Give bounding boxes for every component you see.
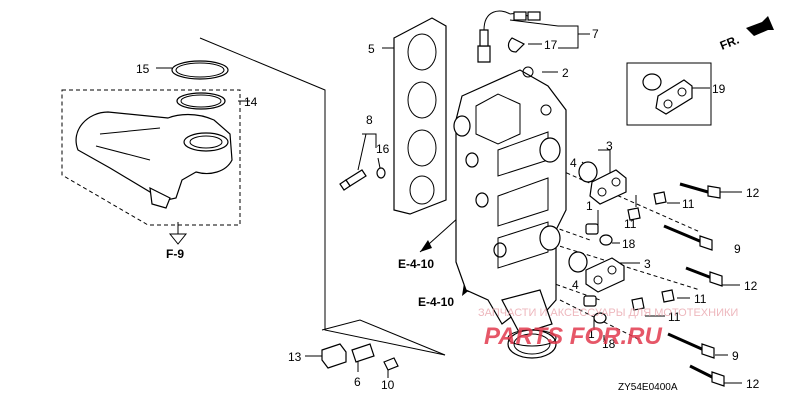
- callout-4-lower: 4: [572, 278, 579, 292]
- clamp-17: [507, 37, 526, 53]
- bolt-12-middle: [685, 266, 723, 287]
- gasket-4-lower: [568, 251, 588, 273]
- callout-12-lower: 12: [746, 377, 760, 391]
- gasket-4-upper: [578, 161, 598, 183]
- collar-1-upper: [585, 223, 599, 235]
- o-ring-14: [176, 92, 226, 110]
- callout-11-a: 11: [682, 197, 695, 211]
- front-direction: FR.: [718, 16, 774, 53]
- f9-arrow-icon: [168, 233, 188, 245]
- diagram-code: ZY54E0400A: [618, 382, 678, 393]
- bolt-8: [339, 169, 367, 191]
- callout-4-upper: 4: [570, 156, 577, 170]
- clip-6: [351, 343, 375, 363]
- reference-f9: F-9: [166, 247, 184, 261]
- callout-8: 8: [366, 113, 373, 127]
- watermark-logo: PARTS FOR.RU: [484, 323, 662, 350]
- gasket-5: [393, 17, 447, 215]
- callout-9-lower: 9: [732, 349, 739, 363]
- callout-15: 15: [136, 62, 150, 76]
- watermark-tagline: ЗАПЧАСТИ И АКСЕССУАРЫ ДЛЯ МОТОТЕХНИКИ: [478, 307, 738, 319]
- callout-1-upper: 1: [586, 199, 593, 213]
- bolt-12-lower: [689, 364, 725, 387]
- collar-1-lower: [583, 295, 597, 307]
- callout-16: 16: [376, 142, 390, 156]
- bolt-9-lower: [667, 332, 715, 359]
- reference-e410-top: E-4-10: [398, 257, 434, 271]
- callout-10: 10: [381, 378, 395, 392]
- gasket-19: [642, 73, 693, 115]
- callout-18-lower: 18: [602, 337, 616, 351]
- callout-19: 19: [712, 82, 726, 96]
- thermostat-cover: [75, 111, 233, 203]
- bolt-12-upper: [679, 182, 721, 199]
- callout-7: 7: [592, 27, 599, 41]
- bolt-10: [383, 357, 399, 371]
- callout-11-c: 11: [694, 292, 707, 306]
- callout-12-upper: 12: [746, 186, 760, 200]
- washer-18-upper: [599, 234, 613, 246]
- cover-3-lower: [585, 257, 625, 293]
- seal-ring-15: [171, 60, 229, 80]
- front-arrow-icon: [746, 16, 774, 36]
- callout-3-lower: 3: [644, 257, 651, 271]
- washer-18-lower: [593, 312, 607, 324]
- washer-16: [376, 167, 386, 179]
- callout-6: 6: [354, 375, 361, 389]
- callout-14: 14: [244, 95, 258, 109]
- callout-2: 2: [562, 66, 569, 80]
- callout-17: 17: [544, 38, 558, 52]
- nut-11-d: [631, 297, 645, 311]
- callout-11-d: 11: [668, 310, 681, 324]
- reference-e410-bottom: E-4-10: [418, 295, 454, 309]
- front-label: FR.: [718, 33, 741, 53]
- cover-3-upper: [589, 169, 627, 205]
- nut-11-c: [661, 289, 675, 303]
- callout-labels: 15 14 5 8 16 7 17 2 19 3 4 11 12 1 11 18…: [136, 27, 760, 392]
- bolt-9-upper: [663, 224, 713, 251]
- exhaust-manifold-2: [453, 66, 567, 359]
- e410-top-arrowhead: [420, 240, 432, 252]
- nut-11-a: [653, 191, 667, 205]
- callout-1-lower: 1: [588, 327, 595, 341]
- bracket-13: [321, 343, 347, 369]
- callout-3-upper: 3: [606, 139, 613, 153]
- callout-9-upper: 9: [734, 242, 741, 256]
- sensor-7: [477, 10, 541, 63]
- nut-11-b: [627, 207, 641, 221]
- thermostat-group: [61, 60, 241, 245]
- callout-5: 5: [368, 42, 375, 56]
- callout-12-middle: 12: [744, 279, 758, 293]
- callout-18-upper: 18: [622, 237, 636, 251]
- callout-13: 13: [288, 350, 302, 364]
- callout-11-b: 11: [624, 217, 637, 231]
